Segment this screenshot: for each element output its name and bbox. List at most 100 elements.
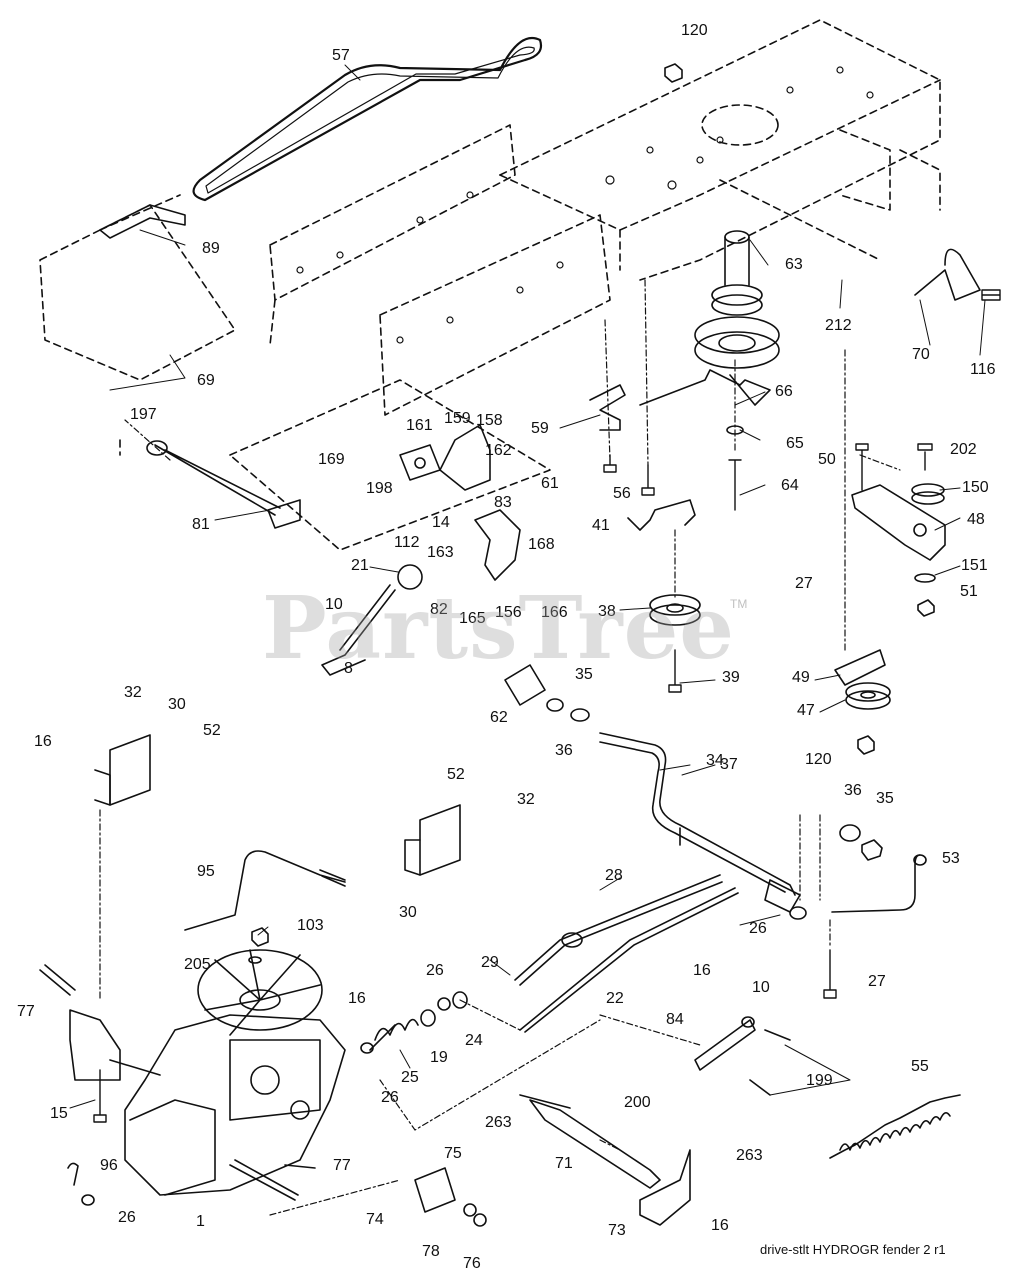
callout-77-lower: 77 xyxy=(333,1157,351,1174)
callout-205: 205 xyxy=(184,956,211,973)
callout-59: 59 xyxy=(531,420,549,437)
callout-57: 57 xyxy=(332,47,350,64)
fender-bracket xyxy=(99,204,186,239)
callout-53: 53 xyxy=(942,850,960,867)
callout-52-upper: 52 xyxy=(203,722,221,739)
callout-120-lower: 120 xyxy=(805,751,832,768)
callout-19: 19 xyxy=(430,1049,448,1066)
callout-89: 89 xyxy=(202,240,220,257)
watermark: PartsTree xyxy=(262,578,736,679)
callout-168: 168 xyxy=(528,536,555,553)
callout-83: 83 xyxy=(494,494,512,511)
callout-66: 66 xyxy=(775,383,793,400)
callout-51: 51 xyxy=(960,583,978,600)
callout-120-top: 120 xyxy=(681,22,708,39)
callout-14: 14 xyxy=(432,514,450,531)
bracket-49 xyxy=(834,649,886,686)
callout-8: 8 xyxy=(344,660,353,677)
callout-48: 48 xyxy=(967,511,985,528)
callout-197: 197 xyxy=(130,406,157,423)
callout-41: 41 xyxy=(592,517,610,534)
callout-163: 163 xyxy=(427,544,454,561)
callout-165: 165 xyxy=(459,610,486,627)
clip-96 xyxy=(67,1162,79,1186)
callout-55: 55 xyxy=(911,1058,929,1075)
callout-16-lower: 16 xyxy=(711,1217,729,1234)
callout-95: 95 xyxy=(197,863,215,880)
callout-76: 76 xyxy=(463,1255,481,1272)
callout-65: 65 xyxy=(786,435,804,452)
callout-21: 21 xyxy=(351,557,369,574)
washer-36 xyxy=(839,824,861,842)
callout-56: 56 xyxy=(613,485,631,502)
bracket-30-upper xyxy=(109,734,151,806)
pulley-47 xyxy=(845,682,891,710)
callout-82: 82 xyxy=(430,601,448,618)
shift-rod-95 xyxy=(184,850,346,931)
callout-96: 96 xyxy=(100,1157,118,1174)
callout-61: 61 xyxy=(541,475,559,492)
shaft-81 xyxy=(154,444,281,516)
idler-rod-66 xyxy=(639,369,771,406)
callout-15: 15 xyxy=(50,1105,68,1122)
callout-212: 212 xyxy=(825,317,852,334)
spacer-62 xyxy=(504,664,546,706)
callout-73: 73 xyxy=(608,1222,626,1239)
callout-103: 103 xyxy=(297,917,324,934)
frame-holes xyxy=(296,66,874,344)
callout-158: 158 xyxy=(476,412,503,429)
callout-26-right: 26 xyxy=(749,920,767,937)
callout-29: 29 xyxy=(481,954,499,971)
lever-8 xyxy=(321,584,396,676)
callout-199: 199 xyxy=(806,1072,833,1089)
cooling-fan xyxy=(197,949,323,1036)
callout-10-upper: 10 xyxy=(325,596,343,613)
callout-69: 69 xyxy=(197,372,215,389)
callout-22: 22 xyxy=(606,990,624,1007)
bracket-158 xyxy=(439,424,491,491)
callout-166: 166 xyxy=(541,604,568,621)
spring-clip-70 xyxy=(914,248,981,301)
bracket-73 xyxy=(639,1149,691,1226)
callout-32-upper: 32 xyxy=(124,684,142,701)
callout-35-lower: 35 xyxy=(876,790,894,807)
callout-202: 202 xyxy=(950,441,977,458)
spacer-74 xyxy=(414,1167,456,1213)
callout-26-spacer: 26 xyxy=(426,962,444,979)
callout-112: 112 xyxy=(394,534,420,551)
callout-198: 198 xyxy=(366,480,393,497)
callout-169: 169 xyxy=(318,451,345,468)
washer-151 xyxy=(914,573,936,583)
trademark-symbol: TM xyxy=(730,597,748,611)
drive-belt xyxy=(192,37,543,202)
bracket-159 xyxy=(399,444,441,481)
callout-39: 39 xyxy=(722,669,740,686)
callout-78: 78 xyxy=(422,1243,440,1260)
rod-28 xyxy=(514,874,723,986)
callout-26-lower: 26 xyxy=(381,1089,399,1106)
arm-71 xyxy=(529,1099,661,1189)
knob-21 xyxy=(397,564,423,590)
spring-55 xyxy=(829,1094,961,1159)
idler-pulley-assembly xyxy=(694,230,780,369)
callout-36-lower: 36 xyxy=(844,782,862,799)
callout-1: 1 xyxy=(196,1213,205,1230)
callout-leaders xyxy=(69,64,986,1109)
nut-120-top xyxy=(664,63,683,83)
callout-50: 50 xyxy=(818,451,836,468)
callout-47: 47 xyxy=(797,702,815,719)
callout-81: 81 xyxy=(192,516,210,533)
callout-25: 25 xyxy=(401,1069,419,1086)
callout-24: 24 xyxy=(465,1032,483,1049)
callout-156: 156 xyxy=(495,604,522,621)
callout-28: 28 xyxy=(605,867,623,884)
callout-26-left: 26 xyxy=(118,1209,136,1226)
callout-10-lower: 10 xyxy=(752,979,770,996)
callout-71: 71 xyxy=(555,1155,573,1172)
bolts xyxy=(93,289,1001,1123)
rod-53 xyxy=(831,854,921,913)
callout-62: 62 xyxy=(490,709,508,726)
callout-32-lower: 32 xyxy=(517,791,535,808)
